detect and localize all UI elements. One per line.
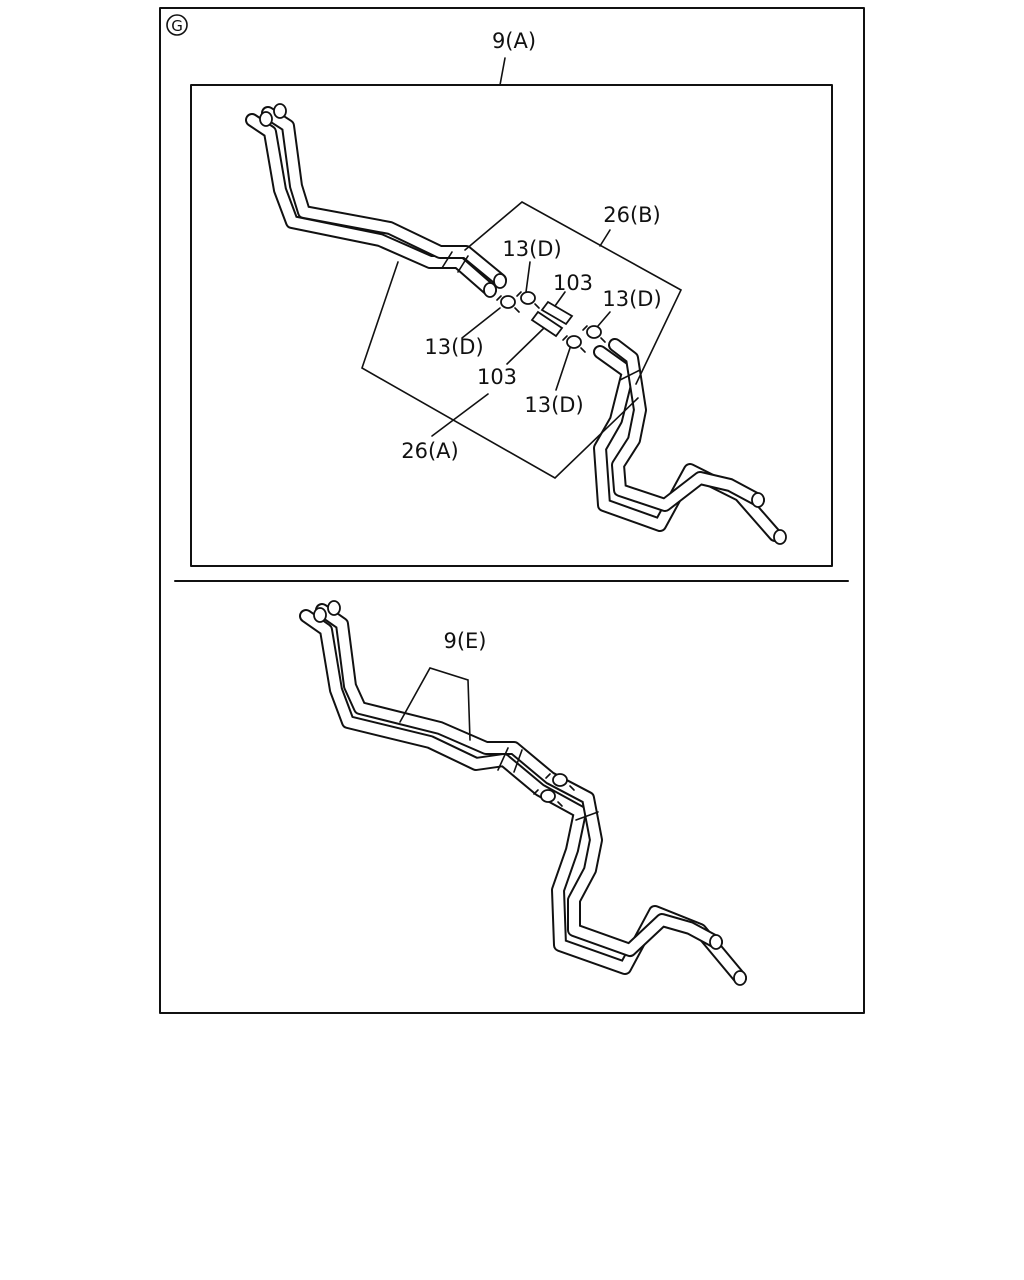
callout-26b: 26(B) — [603, 203, 661, 227]
leader-9a — [499, 57, 506, 86]
joint-part-2 — [540, 300, 574, 326]
leader-103-2 — [506, 327, 545, 365]
outer-frame — [159, 7, 865, 1014]
leader-13d-4 — [555, 347, 571, 391]
leader-13d-3 — [461, 307, 501, 339]
callout-13d-1: 13(D) — [502, 237, 561, 261]
section-symbol-text: G — [171, 17, 183, 35]
section-symbol: G — [166, 14, 188, 36]
callout-13d-3: 13(D) — [424, 335, 483, 359]
leader-103-1 — [554, 291, 566, 307]
callout-26a: 26(A) — [401, 439, 458, 463]
leader-9e — [399, 667, 471, 741]
leader-26a — [431, 393, 489, 437]
joint-part-1 — [530, 310, 564, 338]
clamp-part-1 — [496, 295, 520, 313]
pipe-26b — [593, 338, 787, 545]
clamp-part-2 — [516, 291, 540, 309]
leader-13d-2 — [597, 311, 611, 327]
explode-boundary-top — [464, 201, 683, 385]
pipe-26a — [245, 103, 507, 298]
callout-103-2: 103 — [477, 365, 517, 389]
lower-clamp-set — [533, 773, 575, 807]
callout-13d-2: 13(D) — [602, 287, 661, 311]
callout-9e: 9(E) — [443, 629, 486, 653]
callout-13d-4: 13(D) — [524, 393, 583, 417]
callout-9a: 9(A) — [492, 29, 536, 53]
explode-boundary — [361, 261, 639, 479]
upper-detail-frame — [190, 84, 833, 567]
clamp-part-3 — [562, 335, 586, 353]
pipe-assembly-9e — [299, 600, 747, 986]
callout-103-1: 103 — [553, 271, 593, 295]
leader-13d-1 — [525, 261, 531, 293]
leader-26b — [599, 229, 611, 247]
clamp-part-4 — [582, 325, 606, 343]
